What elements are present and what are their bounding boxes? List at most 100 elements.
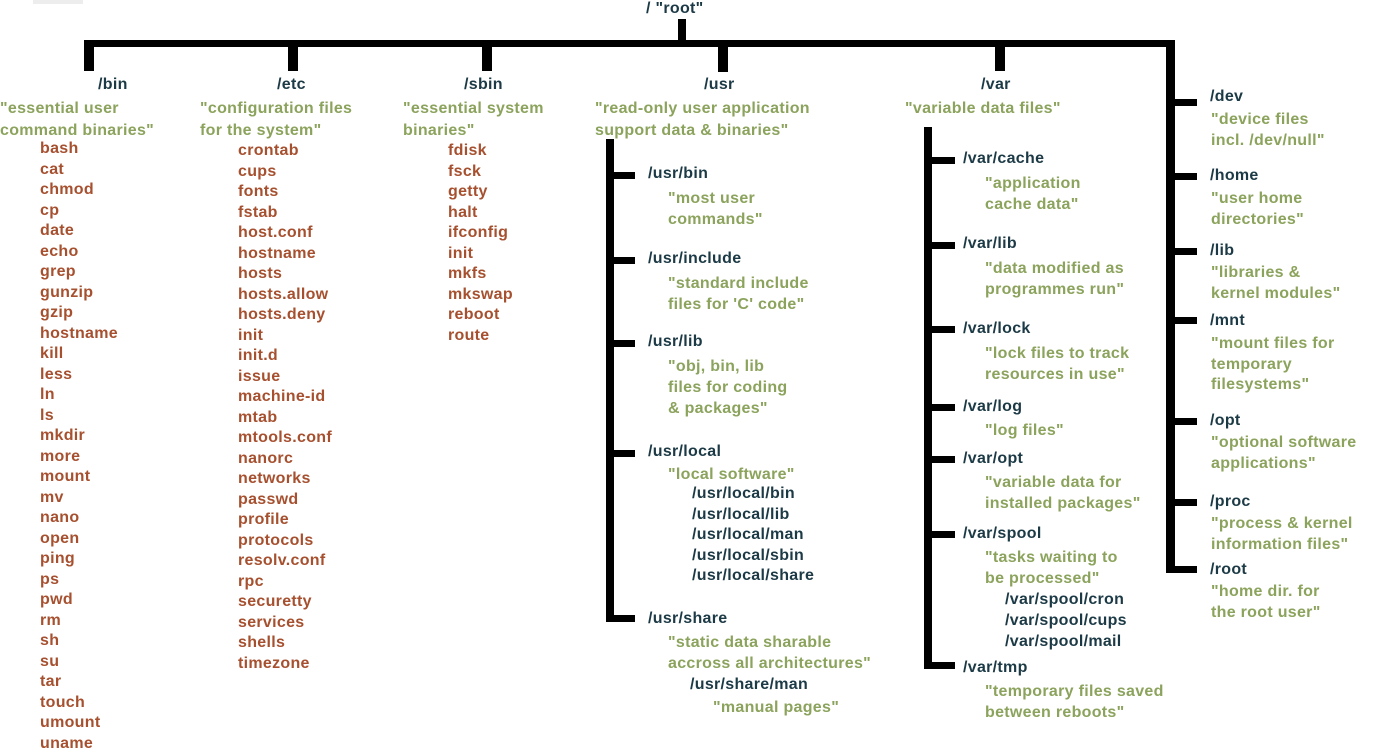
dir-description-line: "configuration files: [200, 98, 352, 120]
tree-tick-var-opt: [924, 456, 955, 463]
dir-description-line: resources in use": [985, 364, 1129, 385]
file-item: echo: [40, 242, 118, 263]
file-item: chmod: [40, 180, 118, 201]
file-item: securetty: [238, 592, 332, 613]
dir-label-root: /root: [1210, 561, 1247, 579]
tree-tick-var-cache: [924, 157, 955, 164]
file-item: shells: [238, 633, 332, 654]
dir-description-line: applications": [1211, 454, 1356, 475]
dir-label-var: /var: [981, 76, 1011, 94]
dir-description-line: "temporary files saved: [985, 681, 1164, 702]
tree-tick-mnt: [1166, 317, 1197, 324]
dir-description-line: filesystems": [1211, 375, 1335, 396]
dir-description-line: "tasks waiting to: [985, 547, 1118, 568]
dir-label-opt: /opt: [1210, 412, 1241, 430]
dir-label-usr-lib: /usr/lib: [648, 333, 703, 351]
file-item: open: [40, 529, 118, 550]
dir-description-line: "lock files to track: [985, 343, 1129, 364]
dir-label-dev: /dev: [1210, 88, 1243, 106]
tree-tick-usr-lib: [606, 340, 635, 347]
file-item: touch: [40, 693, 118, 714]
dir-label-var-opt: /var/opt: [963, 450, 1023, 468]
dir-description-line: "optional software: [1211, 433, 1356, 454]
file-item: nano: [40, 508, 118, 529]
dir-description-line: "variable data for: [985, 472, 1141, 493]
dir-label-usr: /usr: [704, 76, 735, 94]
file-item: issue: [238, 367, 332, 388]
dir-description-line: the root user": [1211, 603, 1321, 624]
file-item: sh: [40, 631, 118, 652]
file-item: passwd: [238, 490, 332, 511]
dir-description-line: binaries": [403, 120, 544, 142]
file-item: cp: [40, 201, 118, 222]
dir-description-line: "device files: [1211, 110, 1325, 131]
file-item: fsck: [448, 162, 513, 183]
file-item: init: [448, 244, 513, 265]
file-item: ls: [40, 406, 118, 427]
file-item: kill: [40, 344, 118, 365]
file-item: date: [40, 221, 118, 242]
tree-right-vertical: [1166, 40, 1175, 573]
dir-description-line: accross all architectures": [668, 653, 871, 674]
tree-tick-var-log: [924, 404, 955, 411]
subdir-item: /usr/local/lib: [692, 505, 814, 526]
file-item: fstab: [238, 203, 332, 224]
tree-root-vertical: [678, 19, 686, 42]
tree-stub-etc: [288, 40, 298, 71]
dir-description-line: "data modified as: [985, 258, 1124, 279]
dir-description-line: "log files": [985, 420, 1064, 441]
tree-stub-sbin: [482, 40, 492, 71]
dir-label-bin: /bin: [98, 76, 128, 94]
file-item: hosts: [238, 264, 332, 285]
file-item: tar: [40, 672, 118, 693]
dir-description-line: "essential user: [0, 98, 154, 120]
tree-tick-usr-share: [606, 615, 635, 622]
dir-description-line: "process & kernel: [1211, 514, 1353, 535]
dir-description-line: "home dir. for: [1211, 582, 1321, 603]
file-item: mkdir: [40, 426, 118, 447]
file-item: mkfs: [448, 264, 513, 285]
dir-description-line: directories": [1211, 210, 1304, 231]
dir-label-var-spool: /var/spool: [963, 525, 1042, 543]
tree-tick-opt: [1166, 418, 1197, 425]
subdir-item: /usr/local/share: [692, 566, 814, 587]
dir-description-line: files for 'C' code": [668, 294, 809, 315]
dir-description-line: files for coding: [668, 377, 787, 398]
file-item: ping: [40, 549, 118, 570]
dir-description-line: & packages": [668, 398, 787, 419]
tree-tick-proc: [1166, 499, 1197, 506]
file-item: hosts.allow: [238, 285, 332, 306]
file-item: services: [238, 613, 332, 634]
tree-usr-vertical: [606, 139, 614, 622]
dir-description-line: commands": [668, 209, 763, 230]
file-item: su: [40, 652, 118, 673]
tree-stub-usr: [718, 44, 728, 72]
file-item: machine-id: [238, 387, 332, 408]
file-item: networks: [238, 469, 332, 490]
dir-description-line: "application: [985, 173, 1081, 194]
subdir-item: /var/spool/cups: [1005, 610, 1127, 631]
file-item: route: [448, 326, 513, 347]
dir-label-usr-share-man: /usr/share/man: [690, 676, 808, 694]
dir-desc-var: "variable data files": [905, 98, 1061, 120]
file-item: protocols: [238, 531, 332, 552]
dir-desc-usr-local: "local software": [668, 464, 795, 485]
file-item: mkswap: [448, 285, 513, 306]
tree-top-bar: [84, 40, 1175, 47]
file-item: hostname: [238, 244, 332, 265]
tree-tick-var-tmp: [924, 662, 955, 669]
file-item: cups: [238, 162, 332, 183]
dir-label-etc: /etc: [277, 76, 306, 94]
